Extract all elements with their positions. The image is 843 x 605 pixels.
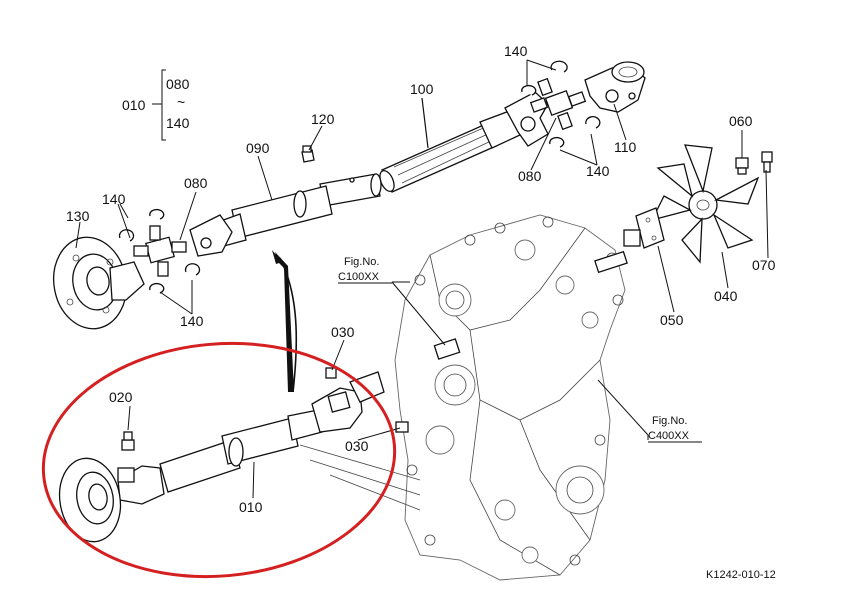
fig-ref-upper-line2: C100XX	[338, 271, 380, 283]
universal-joint-top	[521, 60, 601, 148]
bolt-020	[121, 431, 135, 451]
group-tilde: ~	[177, 94, 185, 110]
leader-lines	[75, 59, 769, 499]
bolt-120	[301, 145, 315, 163]
label-060: 060	[729, 113, 753, 129]
coupling-050	[623, 207, 665, 249]
label-030-lower: 030	[345, 438, 369, 454]
label-140-right: 140	[586, 163, 610, 179]
label-020: 020	[109, 389, 133, 405]
part-labels: 080 ~ 140 010 120 090 100 080 140 130 14…	[66, 43, 776, 581]
label-130: 130	[66, 208, 90, 224]
fig-ref-upper-line1: Fig.No.	[344, 256, 379, 268]
shaft-100	[379, 91, 549, 193]
bolt-030-upper	[325, 367, 337, 379]
shaft-010	[117, 371, 385, 505]
bolt-030-lower	[395, 421, 409, 433]
fig-ref-lower-line2: C400XX	[648, 430, 690, 442]
label-010: 010	[239, 499, 263, 515]
group-from-label: 080	[166, 76, 190, 92]
flange-130	[53, 236, 145, 330]
label-030-upper: 030	[331, 324, 355, 340]
bolt-070	[761, 151, 773, 173]
group-bracket	[152, 69, 166, 141]
label-100: 100	[410, 81, 434, 97]
label-110: 110	[614, 139, 637, 155]
flange-010	[58, 457, 122, 543]
fan-040	[650, 144, 760, 264]
bolt-060	[735, 157, 749, 175]
label-120: 120	[311, 111, 335, 127]
assembly-arrow	[272, 250, 298, 393]
universal-joint-left	[118, 208, 201, 294]
group-parent-label: 010	[122, 97, 146, 113]
fig-ref-lower-line1: Fig.No.	[652, 415, 687, 427]
label-140-top: 140	[504, 43, 528, 59]
drawing-code: K1242-010-12	[706, 569, 776, 581]
transmission-housing	[299, 214, 628, 581]
highlight-ellipse	[41, 341, 397, 579]
yoke-110	[584, 61, 646, 113]
label-080-left: 080	[184, 175, 208, 191]
group-to-label: 140	[166, 115, 190, 131]
label-050: 050	[660, 312, 684, 328]
label-090: 090	[246, 140, 270, 156]
label-140-upper-left: 140	[102, 191, 126, 207]
label-140-lower-left: 140	[180, 313, 204, 329]
shaft-090	[189, 173, 382, 257]
label-070: 070	[752, 257, 776, 273]
label-080-right: 080	[518, 168, 542, 184]
label-040: 040	[714, 288, 738, 304]
